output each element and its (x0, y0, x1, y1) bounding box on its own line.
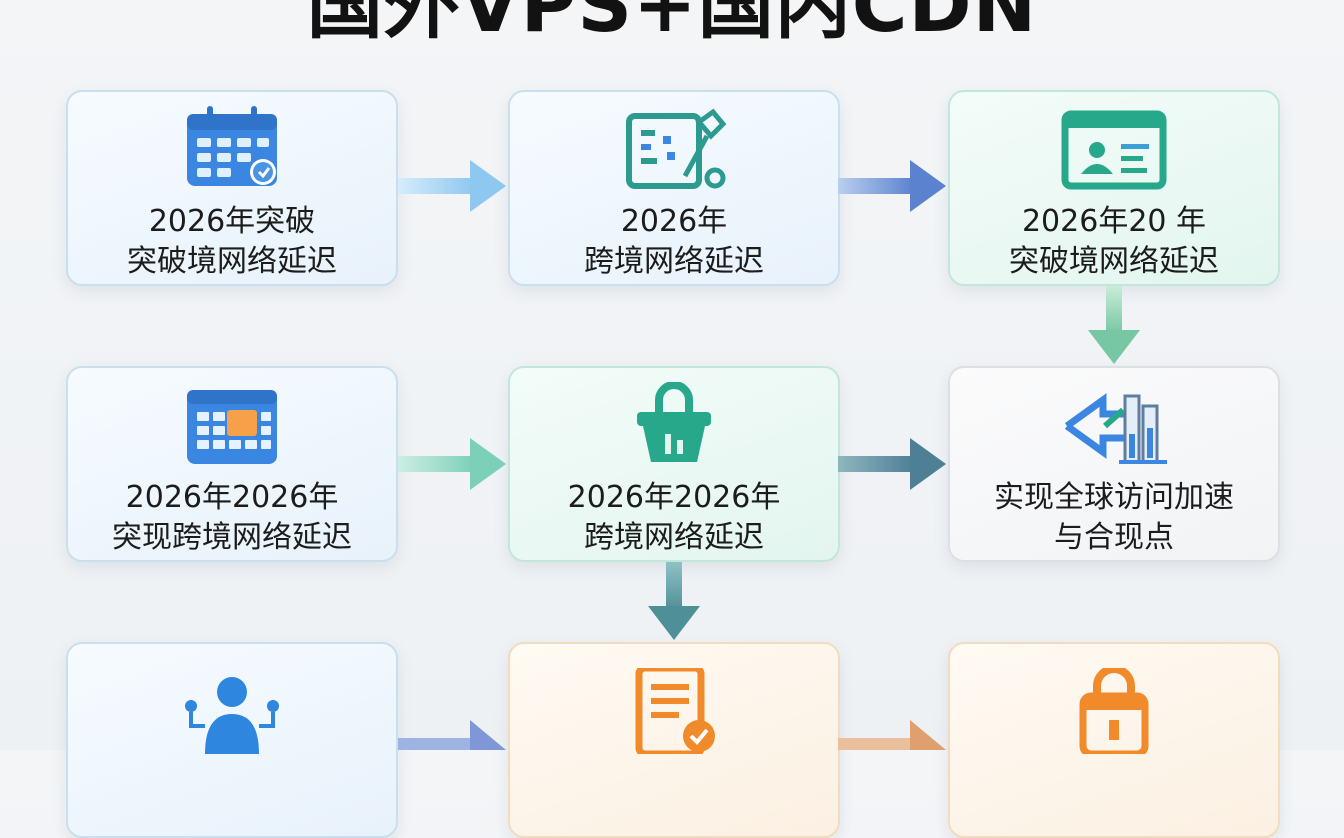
calendar-grid-icon (187, 390, 277, 464)
arrow-right-4 (838, 438, 946, 490)
users-network-icon (185, 677, 279, 754)
arrow-right-1 (398, 160, 506, 212)
step-card-4-line1: 2026年2026年 (125, 480, 339, 515)
step-card-7 (66, 642, 398, 838)
chart-route-icon (1064, 393, 1167, 464)
step-card-6-line2: 与合现点 (1054, 520, 1174, 555)
step-card-3-line2: 突破境网络延迟 (1009, 244, 1219, 279)
step-card-2-line2: 跨境网络延迟 (584, 244, 764, 279)
step-card-5-line1: 2026年2026年 (567, 480, 781, 515)
step-card-1-line1: 2026年突破 (148, 204, 316, 239)
profile-card-icon (1061, 110, 1167, 190)
step-card-4-line2: 突现跨境网络延迟 (112, 520, 352, 555)
arrow-right-3 (398, 438, 506, 490)
step-card-3: 2026年20 年 突破境网络延迟 (948, 90, 1280, 286)
step-card-9 (948, 642, 1280, 838)
step-card-8 (508, 642, 840, 838)
lock-basket-icon (637, 382, 711, 462)
network-map-icon (626, 108, 727, 189)
step-card-1: 2026年突破 突破境网络延迟 (66, 90, 398, 286)
step-card-4: 2026年2026年 突现跨境网络延迟 (66, 366, 398, 562)
step-card-6: 实现全球访问加速 与合现点 (948, 366, 1280, 562)
calendar-icon (187, 106, 277, 186)
padlock-icon (1079, 668, 1149, 754)
step-card-5: 2026年2026年 跨境网络延迟 (508, 366, 840, 562)
arrow-right-5 (398, 720, 506, 750)
step-card-1-line2: 突破境网络延迟 (127, 244, 337, 279)
arrow-right-2 (838, 160, 946, 212)
step-card-2: 2026年 跨境网络延迟 (508, 90, 840, 286)
arrow-down-2 (648, 562, 700, 640)
step-card-3-line1: 2026年20 年 (1021, 204, 1207, 239)
step-card-6-line1: 实现全球访问加速 (994, 480, 1234, 515)
diagram-title: 国外VPS+国内CDN (306, 0, 1038, 49)
step-card-2-line1: 2026年 (620, 204, 728, 239)
arrow-right-6 (838, 720, 946, 750)
arrow-down-1 (1088, 286, 1140, 364)
step-card-5-line2: 跨境网络延迟 (584, 520, 764, 555)
document-check-icon (635, 668, 715, 754)
